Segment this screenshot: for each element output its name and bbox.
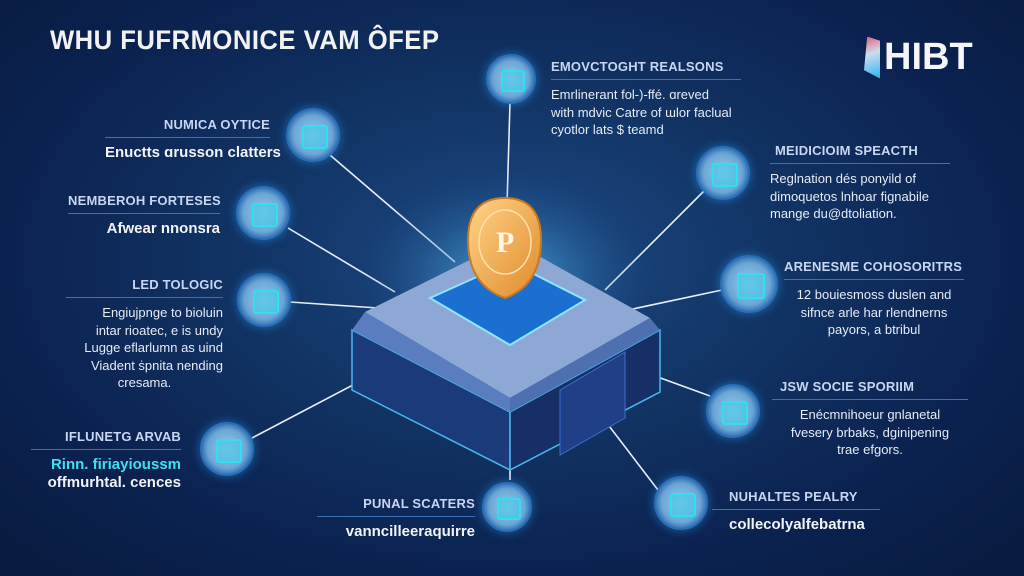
divider [317,516,475,517]
node-body: Afwear nnonsra [106,220,220,237]
factory-icon [200,422,254,476]
node-body-line: cyotlor lats $ teamd [551,122,664,137]
node-arenesme: ARENESME COHOSORITRS 12 bouiesmoss dusle… [784,259,964,339]
node-heading: PUNAL SCATERS [363,496,475,511]
node-iflunetg: IFLUNETG ARVAB Rinn. firiayioussm offmur… [31,429,181,491]
node-punal: PUNAL SCATERS vanncilleeraquirre [317,496,475,541]
node-body-line: Rinn. firiayioussm [50,456,181,473]
node-body-line: 12 bouiesmoss duslen and [796,287,952,302]
node-body-line: mange du@dtoliation. [770,206,897,221]
node-heading: MEIDICIOIM SPEACTH [775,143,918,158]
divider [770,163,950,164]
coin-symbol: P [496,226,514,259]
divider [66,297,223,298]
node-heading: LED TOLOGIC [132,277,223,292]
divider [68,213,220,214]
node-body-line: Enécmnihoeur gnlanetal [799,407,941,422]
node-nemberoh: NEMBEROH FORTESES Afwear nnonsra [68,193,221,238]
node-meidicioim: MEIDICIOIM SPEACTH Reglnation dés ponyil… [770,143,950,223]
blueprint-icon [286,108,340,162]
node-body-line: Lugge eflarlumn as uind [84,340,223,355]
node-heading: EMOVCTOGHT REALSONS [551,59,724,74]
building-icon [237,273,291,327]
chart-icon [720,255,778,313]
node-led: LED TOLOGIC Engiujpnge to bioluin intar … [66,277,223,392]
gear-icon [482,482,532,532]
node-body-line: sifnce arle har rlendnerns [800,304,948,320]
node-body-line: trae efgors. [837,442,903,457]
node-jsw: JSW SOCIE SPORIIM Enécmnihoeur gnlanetal… [772,379,968,459]
node-body-line: with mdvic Catre of ɯlor faclual [551,104,732,120]
node-heading: IFLUNETG ARVAB [65,429,181,444]
hibt-logo: HIBT [864,36,973,79]
flask-icon [696,146,750,200]
platform-box [351,240,661,472]
node-body-line: Engiujpnge to bioluin [102,305,223,320]
node-body-line: fvesery brbaks, dginipening [790,424,950,440]
node-body: collecolyalfebatrna [729,516,865,533]
node-body-line: Reglnation dés ponyild of [770,171,916,186]
logo-mark-icon [864,36,880,79]
logo-text: HIBT [884,36,973,78]
node-body-line: Viadent ṡpnita nending [90,357,223,373]
monitor-icon [486,54,536,104]
node-heading: ARENESME COHOSORITRS [784,259,963,274]
node-heading: NUMICA OYTICE [163,117,270,132]
node-emovctoght: EMOVCTOGHT REALSONS Emrlinerant fol-)-ff… [551,59,741,139]
node-nuhaltes: NUHALTES PEALRY collecolyalfebatrna [712,489,880,534]
node-heading: JSW SOCIE SPORIIM [780,379,915,394]
node-body-line: offmurhtal. cences [47,473,181,491]
node-body: Enuctts ɑrusson clatters [105,144,281,161]
node-body-line: intar rioatec, e is undy [95,322,223,338]
divider [31,449,181,450]
divider [712,509,880,510]
coin: P [466,196,543,300]
divider [551,79,741,80]
node-body-line: cresama. [117,375,172,390]
laptop-icon [706,384,760,438]
node-body-line: Emrlinerant fol-)-ffé. ɑreved [551,87,709,102]
divider [772,399,968,400]
lock-icon [654,476,708,530]
node-heading: NEMBEROH FORTESES [68,193,221,208]
node-heading: NUHALTES PEALRY [729,489,858,504]
page-title: WHU FUFRMONICE VAM ÔFEP [50,25,440,55]
node-numica: NUMICA OYTICE Enuctts ɑrusson clatters [105,117,281,162]
node-body: vanncilleeraquirre [345,523,475,540]
cube-icon [236,186,290,240]
node-body-line: payors, a btribul [827,322,921,337]
divider [784,279,964,280]
divider [105,137,270,138]
node-body-line: dimoquetos lnhoar fignabile [770,188,929,204]
